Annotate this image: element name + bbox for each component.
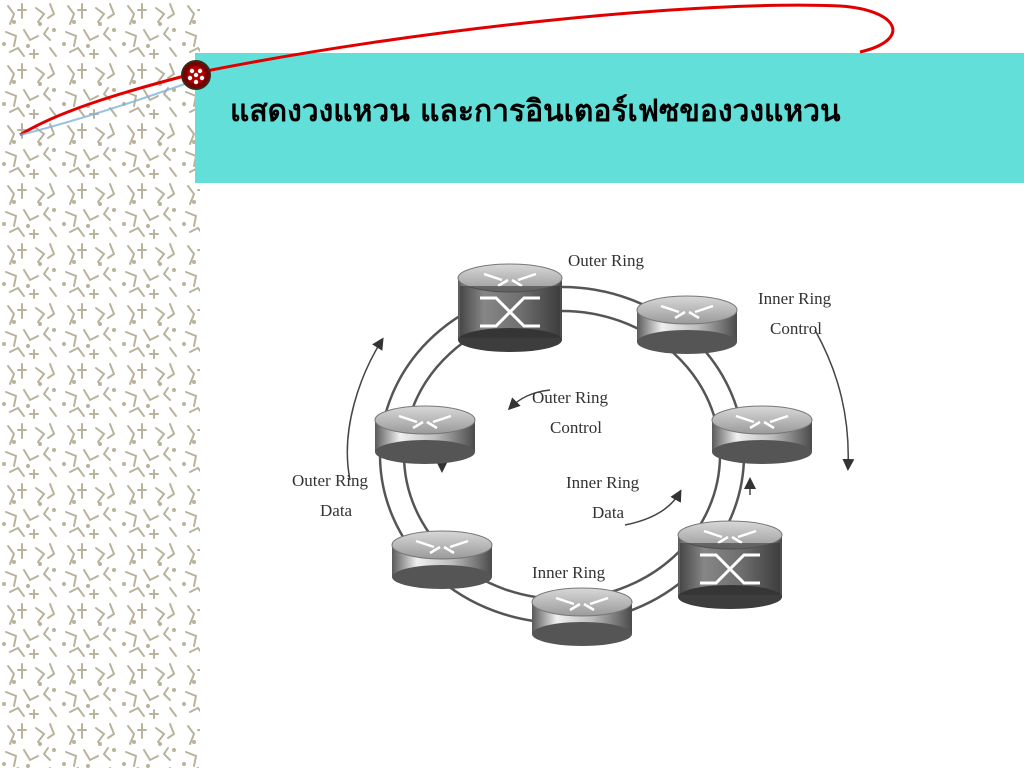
ornament-icon <box>181 60 211 90</box>
router-top-left <box>456 262 564 354</box>
label-inner-ring-control-2: Control <box>770 319 822 338</box>
outer-ring-control-arrow <box>507 389 551 411</box>
router-left <box>373 404 477 466</box>
slide-title: แสดงวงแหวน และการอินเตอร์เฟซของวงแหวน <box>230 94 841 129</box>
label-outer-ring-control-1: Outer Ring <box>532 388 609 407</box>
label-outer-ring-control-2: Control <box>550 418 602 437</box>
decorative-curve <box>19 3 895 137</box>
label-inner-ring-data-1: Inner Ring <box>566 473 640 492</box>
title-band <box>195 53 1024 183</box>
label-outer-ring-data-2: Data <box>320 501 353 520</box>
label-inner-ring-control-1: Inner Ring <box>758 289 832 308</box>
router-bottom <box>530 586 634 648</box>
inner-ring-control-arrow <box>814 329 855 471</box>
outer-ring-data-arrow <box>346 337 384 481</box>
router-bottom-left <box>390 529 494 591</box>
label-outer-ring: Outer Ring <box>568 251 645 270</box>
label-inner-ring: Inner Ring <box>532 563 606 582</box>
router-bottom-right <box>676 519 784 611</box>
ring-diagram: Outer Ring Inner Ring Control Outer Ring… <box>292 251 855 648</box>
label-outer-ring-data-1: Outer Ring <box>292 471 369 490</box>
router-top-right <box>635 294 739 356</box>
label-inner-ring-data-2: Data <box>592 503 625 522</box>
router-right <box>710 404 814 466</box>
inner-ring-data-arrow <box>624 489 682 526</box>
